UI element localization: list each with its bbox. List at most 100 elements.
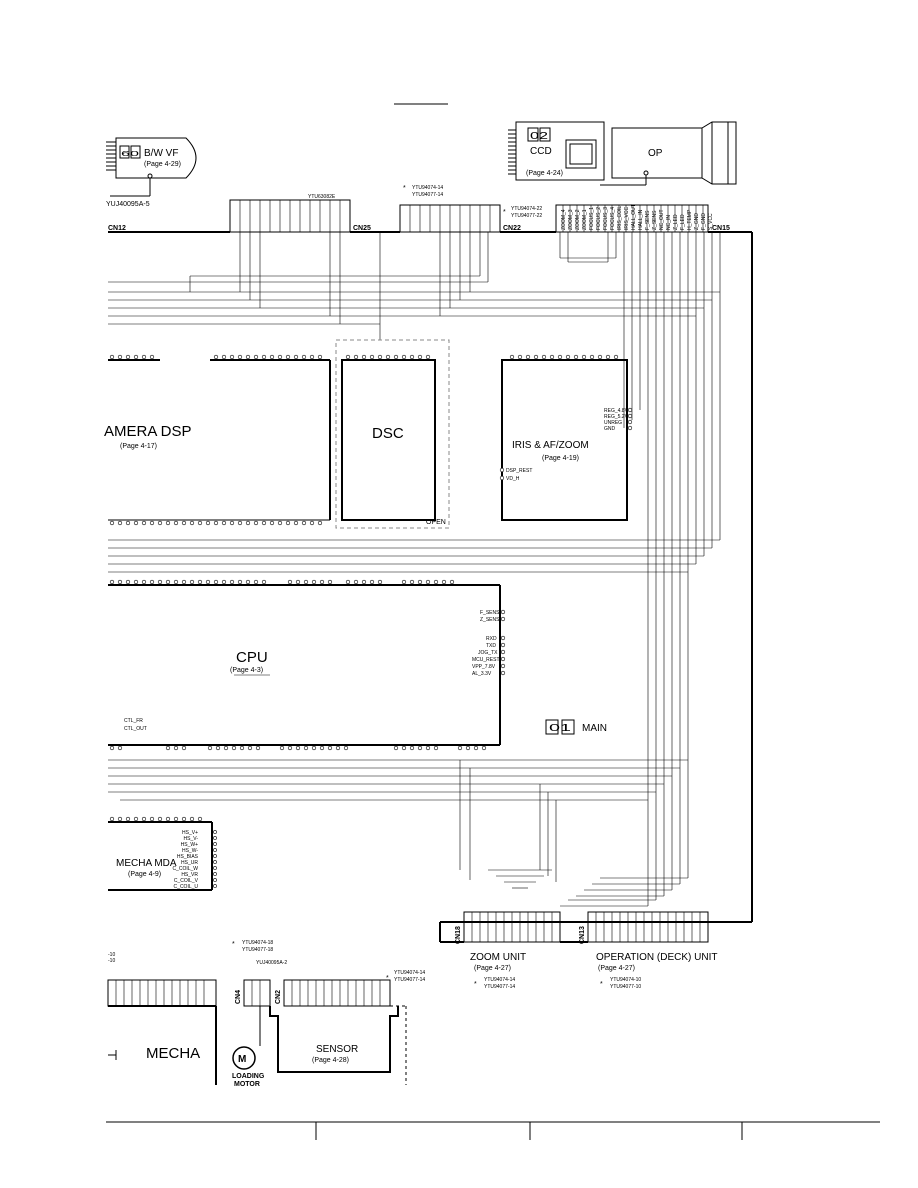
bottom-right-connector-pins — [471, 912, 701, 942]
cn25-part: YTU63082E — [308, 194, 336, 200]
main-name: MAIN — [582, 723, 607, 734]
cn15-pin-3: ZOOM_1 — [582, 209, 588, 230]
cpu-right-b-5: AL_3.3V — [472, 671, 492, 677]
cn15-pin-15: NC_IN — [666, 215, 672, 230]
cn25-label: CN25 — [353, 225, 371, 232]
cn15-pin-21: S_VCC — [708, 213, 714, 230]
cn15-pin-20: F_GND — [701, 213, 707, 230]
mecha-connector-pins — [115, 980, 381, 1006]
op-name: OP — [648, 148, 663, 159]
cn15-part-b: YTU94077-22 — [511, 213, 542, 219]
cpu-name: CPU — [236, 649, 268, 666]
cn4-label: CN4 — [235, 990, 242, 1004]
cn18-label: CN18 — [455, 926, 462, 944]
cn15-pin-10: HALL_OUT — [631, 204, 637, 230]
cn15-pin-19: Z_GND — [694, 213, 700, 230]
mecha-asterisk: * — [232, 941, 235, 948]
iris-right-3: GND — [604, 426, 616, 432]
iris-af-zoom-block: IRIS & AF/ZOOM (Page 4-19) REG_4.8V REG_… — [499, 354, 633, 521]
loading-motor: M LOADING MOTOR — [232, 1046, 265, 1088]
dsc-open-note: OPEN — [426, 519, 446, 526]
mda-right-4: HS_BIAS — [177, 854, 199, 860]
iris-left-0: DSP_REST — [506, 468, 532, 474]
op-part-b: YTU94077-10 — [610, 984, 641, 990]
sensor-asterisk: * — [386, 975, 389, 982]
motor-line1: LOADING — [232, 1073, 265, 1080]
cpu-right-a-1: Z_SENS — [480, 617, 500, 623]
mda-right-2: HS_W+ — [181, 842, 198, 848]
cn15-pin-2: ZOOM_2 — [575, 209, 581, 230]
cpu-block: F_SENS Z_SENS RXD TXD JOG_TX MCU_REST VP… — [108, 579, 506, 751]
cn22-part-a: YTU94074-14 — [412, 185, 443, 191]
cn15-pin-18: H_TEMP — [687, 209, 693, 230]
ccd-code: 02 — [530, 131, 549, 142]
cn15-asterisk: * — [503, 209, 506, 216]
cpu-page: (Page 4-3) — [230, 667, 263, 674]
bw-vf-block: 60 B/W VF (Page 4-29) YUJ40095A-5 — [106, 137, 197, 208]
ccd-block: 02 CCD (Page 4-24) — [508, 121, 605, 181]
cn15-label: CN15 — [712, 225, 730, 232]
mecha-connectors — [107, 979, 407, 1085]
operation-unit-name: OPERATION (DECK) UNIT — [596, 952, 717, 963]
zoom-part-a: YTU94074-14 — [484, 977, 515, 983]
mda-right-6: C_COIL_W — [172, 866, 198, 872]
camera-dsp-name: AMERA DSP — [104, 423, 192, 440]
ccd-name: CCD — [530, 146, 552, 157]
mecha-left-part-a: -10 — [108, 952, 115, 958]
cn15-pin-8: IRIS_COIL — [617, 206, 623, 230]
top-connector-pins — [239, 200, 704, 232]
cn15-pin-6: FOCUS_3 — [603, 207, 609, 230]
zoom-asterisk: * — [474, 981, 477, 988]
iris-right-0: REG_4.8V — [604, 408, 629, 414]
footer-rule — [106, 1121, 880, 1140]
bw-vf-part: YUJ40095A-5 — [106, 201, 150, 208]
cn15-pin-5: FOCUS_2 — [596, 207, 602, 230]
mecha-left-part-b: -10 — [108, 958, 115, 964]
cpu-right-b-2: JOG_TX — [478, 650, 498, 656]
mecha-part-a: YTU94074-18 — [242, 940, 273, 946]
main-block-label: 01 MAIN — [545, 719, 607, 735]
cpu-right-b-1: TXD — [486, 643, 496, 649]
cn22-asterisk: * — [403, 185, 406, 192]
cn22-part-b: YTU94077-14 — [412, 192, 443, 198]
cn12-label: CN12 — [108, 225, 126, 232]
cn15-pin-16: Z_LED — [673, 214, 679, 230]
sensor-name: SENSOR — [316, 1044, 358, 1055]
cpu-right-b-0: RXD — [486, 636, 497, 642]
mda-right-3: HS_W- — [182, 848, 198, 854]
mda-right-1: HS_V- — [184, 836, 199, 842]
cpu-bottom-left-0: CTL_FR — [124, 718, 143, 724]
mecha-part-b: YTU94077-18 — [242, 947, 273, 953]
cn15-pin-14: NC_OUT — [659, 209, 665, 230]
mda-right-0: HS_V+ — [182, 830, 198, 836]
camera-dsp-block: AMERA DSP (Page 4-17) — [104, 354, 331, 526]
bus-wiring — [108, 232, 721, 907]
bw-vf-name: B/W VF — [144, 148, 178, 159]
op-asterisk: * — [600, 981, 603, 988]
cpu-right-b-4: VPP_7.8V — [472, 664, 496, 670]
iris-right-2: UNREG — [604, 420, 622, 426]
mecha-mda-page: (Page 4-9) — [128, 871, 161, 878]
cpu-right-b-3: MCU_REST — [472, 657, 500, 663]
mecha-name: MECHA — [146, 1045, 200, 1062]
dsc-block: DSC OPEN — [335, 339, 450, 529]
cn13-label: CN13 — [579, 926, 586, 944]
iris-left-1: VD_H — [506, 476, 520, 482]
cn15-pin-1: ZOOM_3 — [568, 209, 574, 230]
mecha-mda-block: HS_V+ HS_V- HS_W+ HS_W- HS_BIAS HS_UR C_… — [108, 816, 217, 891]
iris-name: IRIS & AF/ZOOM — [512, 440, 589, 451]
camera-dsp-page: (Page 4-17) — [120, 443, 157, 450]
mda-right-8: C_COIL_V — [174, 878, 199, 884]
bw-vf-page: (Page 4-29) — [144, 161, 181, 168]
mda-right-9: C_COIL_U — [174, 884, 199, 890]
cn15-pin-12: F_SENS — [645, 210, 651, 230]
ccd-page: (Page 4-24) — [526, 170, 563, 177]
mecha-mda-name: MECHA MDA — [116, 858, 177, 869]
cn15-pin-0: ZOOM_4 — [561, 209, 567, 230]
cn15-pin-7: FOCUS_4 — [610, 207, 616, 230]
cn15-pin-labels: ZOOM_4 ZOOM_3 ZOOM_2 ZOOM_1 FOCUS_1 FOCU… — [561, 204, 714, 230]
zoom-part-b: YTU94077-14 — [484, 984, 515, 990]
motor-symbol: M — [238, 1054, 246, 1065]
sensor-part-b: YTU94077-14 — [394, 977, 425, 983]
